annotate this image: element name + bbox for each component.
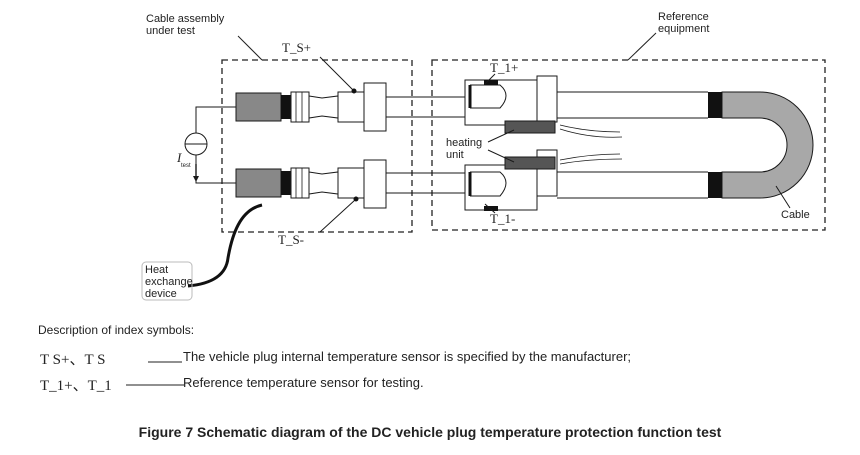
heating-unit-leader-upper xyxy=(487,129,515,143)
cable-assembly-box xyxy=(221,59,413,233)
lower-plug xyxy=(235,159,465,209)
test-setup-diagram: Cable assembly under test Reference equi… xyxy=(141,11,826,301)
cable-label: Cable xyxy=(781,209,810,221)
legend-row-reference-sensor: T_1+、T_1 Reference temperature sensor fo… xyxy=(40,374,424,394)
t-s-plus-label: T_S+ xyxy=(282,40,311,55)
reference-socket-upper xyxy=(464,75,708,138)
t-s-minus-leader xyxy=(319,199,356,233)
t-1-plus-leader xyxy=(484,73,496,85)
heating-unit-label-1: heating xyxy=(446,137,482,149)
cable-assembly-label-2: under test xyxy=(146,25,195,37)
legend-line-t1 xyxy=(126,384,184,386)
reference-equipment-label-2: equipment xyxy=(658,23,709,35)
legend-symbols-ts: T S+、T S xyxy=(40,352,106,368)
heat-exchange-label-1: Heat xyxy=(145,264,168,276)
legend-underline-ts xyxy=(148,361,182,363)
u-shaped-cable xyxy=(721,91,814,199)
t-s-minus-sensor xyxy=(353,196,359,202)
reference-equipment-leader xyxy=(627,32,657,61)
heating-unit-label-2: unit xyxy=(446,149,464,161)
heat-exchange-hose xyxy=(187,203,263,288)
description-heading: Description of index symbols: xyxy=(38,323,195,337)
t-1-minus-leader xyxy=(484,203,496,214)
legend-text-t1: Reference temperature sensor for testing… xyxy=(183,375,424,390)
figure-caption: Figure 7 Schematic diagram of the DC veh… xyxy=(138,424,722,440)
upper-plug xyxy=(235,82,465,132)
cable-assembly-leader xyxy=(237,35,263,61)
heat-exchange-label-2: exchange xyxy=(145,276,193,288)
heating-unit-leader-lower xyxy=(487,149,515,163)
legend-symbols-t1: T_1+、T_1 xyxy=(40,378,112,394)
legend-text-ts: The vehicle plug internal temperature se… xyxy=(183,349,632,364)
t-s-minus-label: T_S- xyxy=(278,232,304,247)
reference-equipment-label-1: Reference xyxy=(658,11,709,23)
current-source xyxy=(184,106,236,184)
t-1-minus-label: T_1- xyxy=(490,211,515,226)
current-symbol: I xyxy=(176,150,182,165)
heat-exchange-device-box xyxy=(141,261,193,301)
cable-end-upper xyxy=(708,92,722,118)
cable-assembly-label-1: Cable assembly xyxy=(146,13,225,25)
legend-row-sensor-manufacturer: T S+、T S The vehicle plug internal tempe… xyxy=(40,348,631,368)
cable-leader xyxy=(775,185,791,209)
heat-exchange-label-3: device xyxy=(145,288,177,300)
cable-end-lower xyxy=(708,172,722,198)
reference-socket-lower xyxy=(464,149,708,211)
current-subscript: test xyxy=(181,163,191,169)
t-s-plus-leader xyxy=(319,56,354,91)
t-s-plus-sensor xyxy=(351,88,357,94)
reference-equipment-box xyxy=(431,59,826,231)
t-1-plus-label: T_1+ xyxy=(490,60,518,75)
